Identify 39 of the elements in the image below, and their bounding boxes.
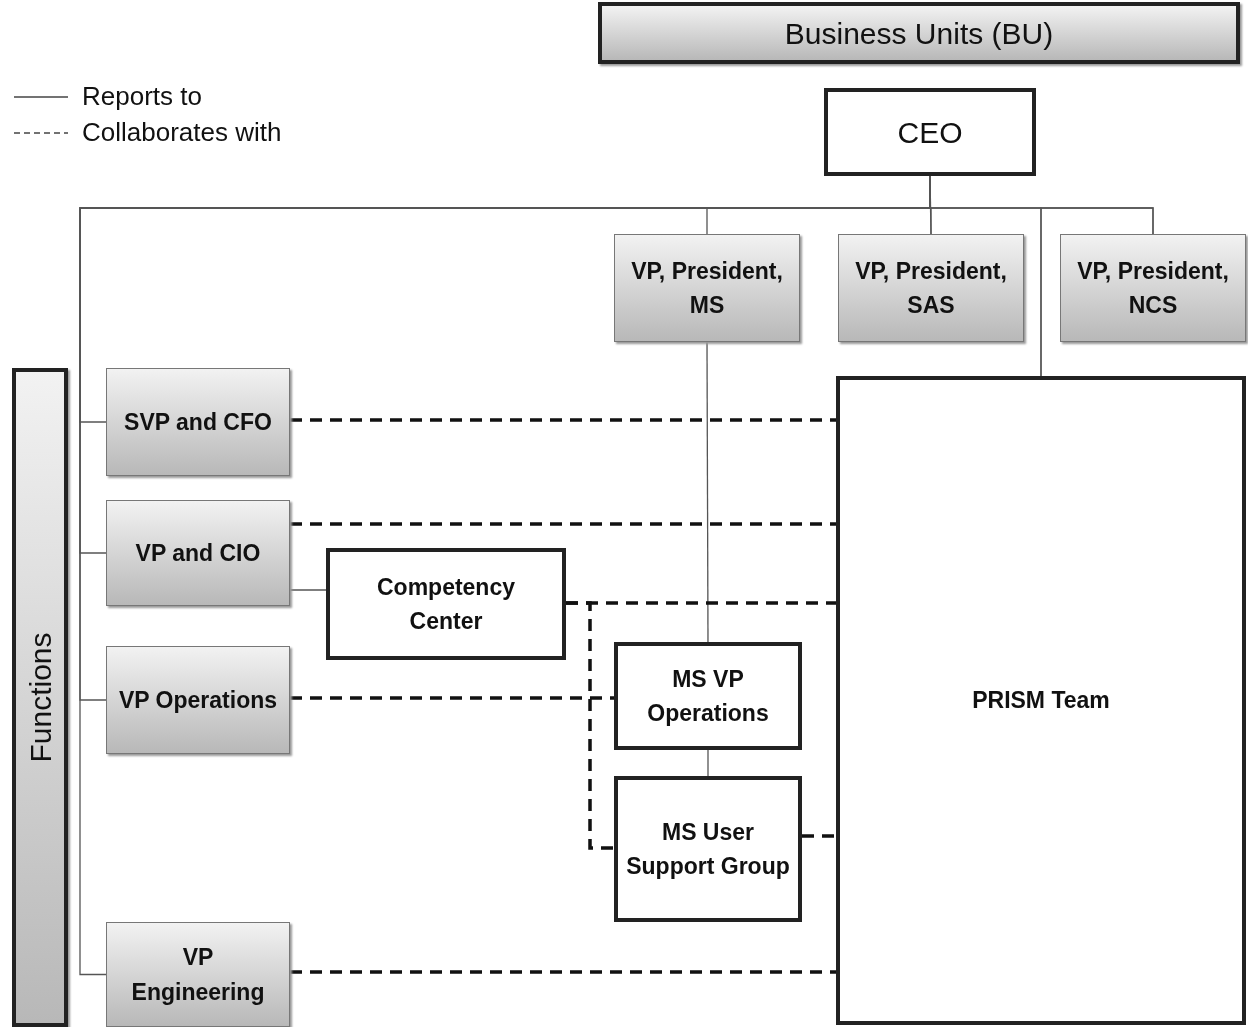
position-box [106,500,290,606]
dashed-connector [290,522,836,526]
position-box [106,922,290,1027]
dashed-connector [290,418,836,422]
connector-line [706,341,709,643]
node-label: Functions [22,631,58,765]
dashed-connector [566,601,614,850]
position-box [614,234,800,342]
position-box [106,368,290,476]
node-label: Competency Center [375,572,516,636]
dashed-connector [290,970,836,974]
unit-box [326,548,566,660]
node-label: VP, President, SAS [854,256,1008,320]
unit-box [614,776,802,922]
node-label: VP Operations [117,685,279,715]
node-label: PRISM Team [971,686,1111,716]
connector-line [289,589,327,591]
legend-label: Collaborates with [82,117,282,148]
node-label: VP and CIO [134,538,262,568]
position-box [824,88,1036,176]
node-label: VP, President, NCS [1076,256,1230,320]
node-label: VP, President, MS [630,256,784,320]
unit-box [614,642,802,750]
node-label: MS User Support Group [625,817,791,881]
position-box [1060,234,1246,342]
node-label: CEO [896,114,964,151]
dashed-connector [290,696,614,700]
group-band [12,368,68,1027]
position-box [838,234,1024,342]
node-label: VP Engineering [130,943,266,1007]
node-label: MS VP Operations [646,664,770,728]
unit-box [836,376,1246,1025]
group-header [598,2,1240,64]
node-label: Business Units (BU) [783,15,1055,52]
position-box [106,646,290,754]
node-label: SVP and CFO [123,407,273,437]
legend-label: Reports to [82,81,202,112]
connector-line [707,749,709,777]
dashed-connector [802,834,836,838]
